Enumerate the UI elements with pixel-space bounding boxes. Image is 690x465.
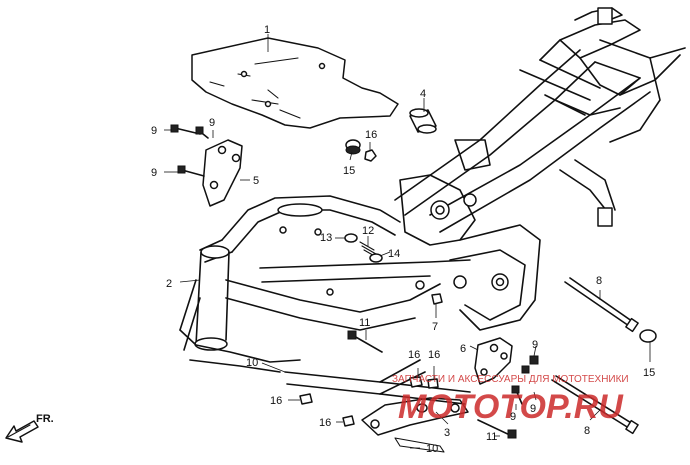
callout-9-b: 9 xyxy=(209,117,215,129)
callout-1: 1 xyxy=(264,24,270,36)
callout-7: 7 xyxy=(432,321,438,333)
callout-15-a: 15 xyxy=(343,165,355,177)
part-8-long-bolt-lower xyxy=(551,375,639,435)
front-direction-arrow: FR. xyxy=(5,413,54,443)
callout-2: 2 xyxy=(166,278,172,290)
callout-16-a: 16 xyxy=(365,129,377,141)
callout-9-f: 9 xyxy=(530,403,536,415)
part-2-main-frame xyxy=(179,7,686,373)
callout-9-e: 9 xyxy=(510,411,516,423)
callout-16-b: 16 xyxy=(270,395,282,407)
callout-4: 4 xyxy=(420,88,426,100)
watermark-tagline: ЗАПЧАСТИ И АКСЕССУАРЫ ДЛЯ МОТОТЕХНИКИ xyxy=(392,374,629,385)
callout-12: 12 xyxy=(362,225,374,237)
part-1-heat-shield xyxy=(191,37,399,129)
part-11-bolts xyxy=(347,330,517,439)
callout-8-lower: 8 xyxy=(584,425,590,437)
front-direction-label: FR. xyxy=(36,413,54,425)
callout-3: 3 xyxy=(444,427,450,439)
part-nuts-collars xyxy=(299,139,657,427)
leader-lines xyxy=(164,34,651,449)
callout-11-a: 11 xyxy=(359,317,370,329)
callout-10-b: 10 xyxy=(426,443,438,455)
callout-5: 5 xyxy=(253,175,259,187)
part-3-lower-bracket xyxy=(361,397,469,436)
callout-9-d: 9 xyxy=(532,339,538,351)
watermark-brand: MOTOTOP.RU xyxy=(398,388,624,426)
part-10-stay-bars xyxy=(284,359,471,453)
callout-14: 14 xyxy=(388,248,400,260)
callout-9-c: 9 xyxy=(151,167,157,179)
callout-11-b: 11 xyxy=(486,431,497,443)
callout-15-b: 15 xyxy=(643,367,655,379)
callout-13: 13 xyxy=(320,232,332,244)
callout-16-e: 16 xyxy=(428,349,440,361)
part-6-bracket-right xyxy=(474,337,513,385)
callout-9-a: 9 xyxy=(151,125,157,137)
callout-16-d: 16 xyxy=(408,349,420,361)
callout-16-c: 16 xyxy=(319,417,331,429)
watermark: ЗАПЧАСТИ И АКСЕССУАРЫ ДЛЯ МОТОТЕХНИКИ MO… xyxy=(392,374,629,426)
callout-labels: 1 2 3 4 5 6 7 8 8 9 9 9 9 9 9 10 10 11 1… xyxy=(151,24,655,455)
callout-8-upper: 8 xyxy=(596,275,602,287)
part-5-bracket-left xyxy=(202,139,243,207)
part-8-long-bolt-upper xyxy=(564,277,639,333)
callout-10-a: 10 xyxy=(246,357,258,369)
part-4-collar xyxy=(409,108,437,134)
callout-6: 6 xyxy=(460,343,466,355)
